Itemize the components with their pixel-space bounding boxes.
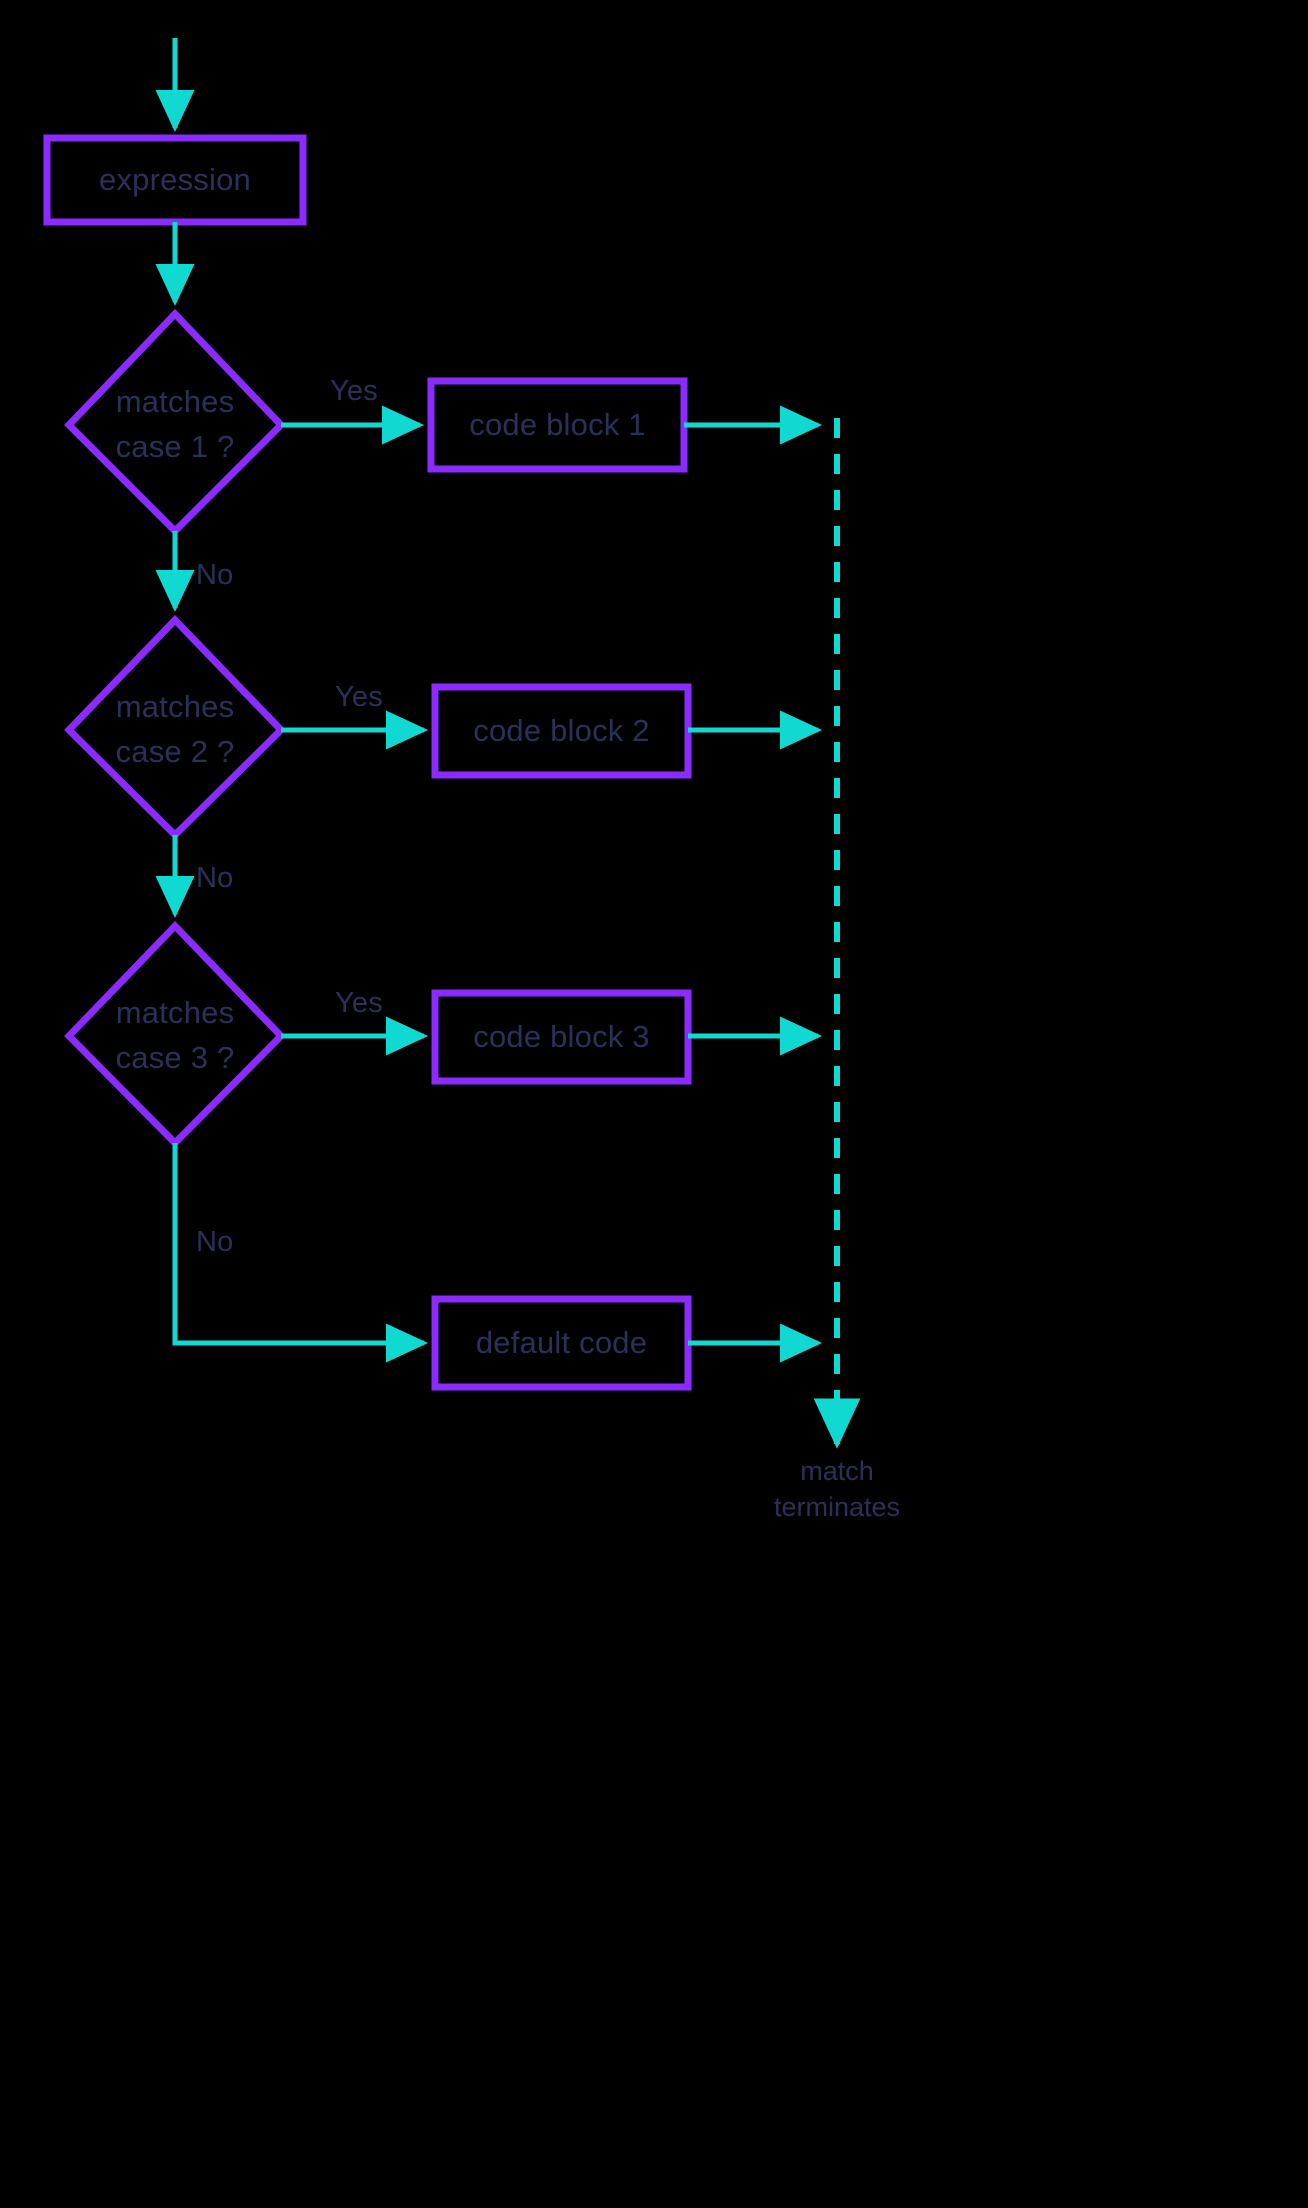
edge-label-yes-3: Yes bbox=[335, 987, 383, 1019]
shape-code-block-1-box bbox=[427, 377, 688, 473]
terminal-line-1: match bbox=[800, 1456, 874, 1486]
terminal-label-match-terminates: match terminates bbox=[687, 1453, 987, 1526]
shape-decision-3-diamond bbox=[64, 920, 286, 1148]
connector-decision-3-no-to-default-code bbox=[172, 1143, 429, 1363]
shape-default-code-box bbox=[431, 1295, 692, 1391]
edge-label-no-2: No bbox=[196, 862, 234, 894]
edge-label-no-3: No bbox=[196, 1226, 234, 1258]
terminal-line-2: terminates bbox=[773, 1492, 901, 1523]
shape-code-block-3-box bbox=[431, 989, 692, 1085]
edge-label-yes-2: Yes bbox=[335, 681, 383, 713]
edge-label-no-1: No bbox=[196, 559, 234, 591]
shape-code-block-2-box bbox=[431, 683, 692, 779]
edge-label-yes-1: Yes bbox=[330, 375, 378, 407]
shape-decision-2-diamond bbox=[64, 614, 286, 840]
shape-decision-1-diamond bbox=[64, 308, 286, 536]
shape-expression-box bbox=[43, 134, 307, 226]
